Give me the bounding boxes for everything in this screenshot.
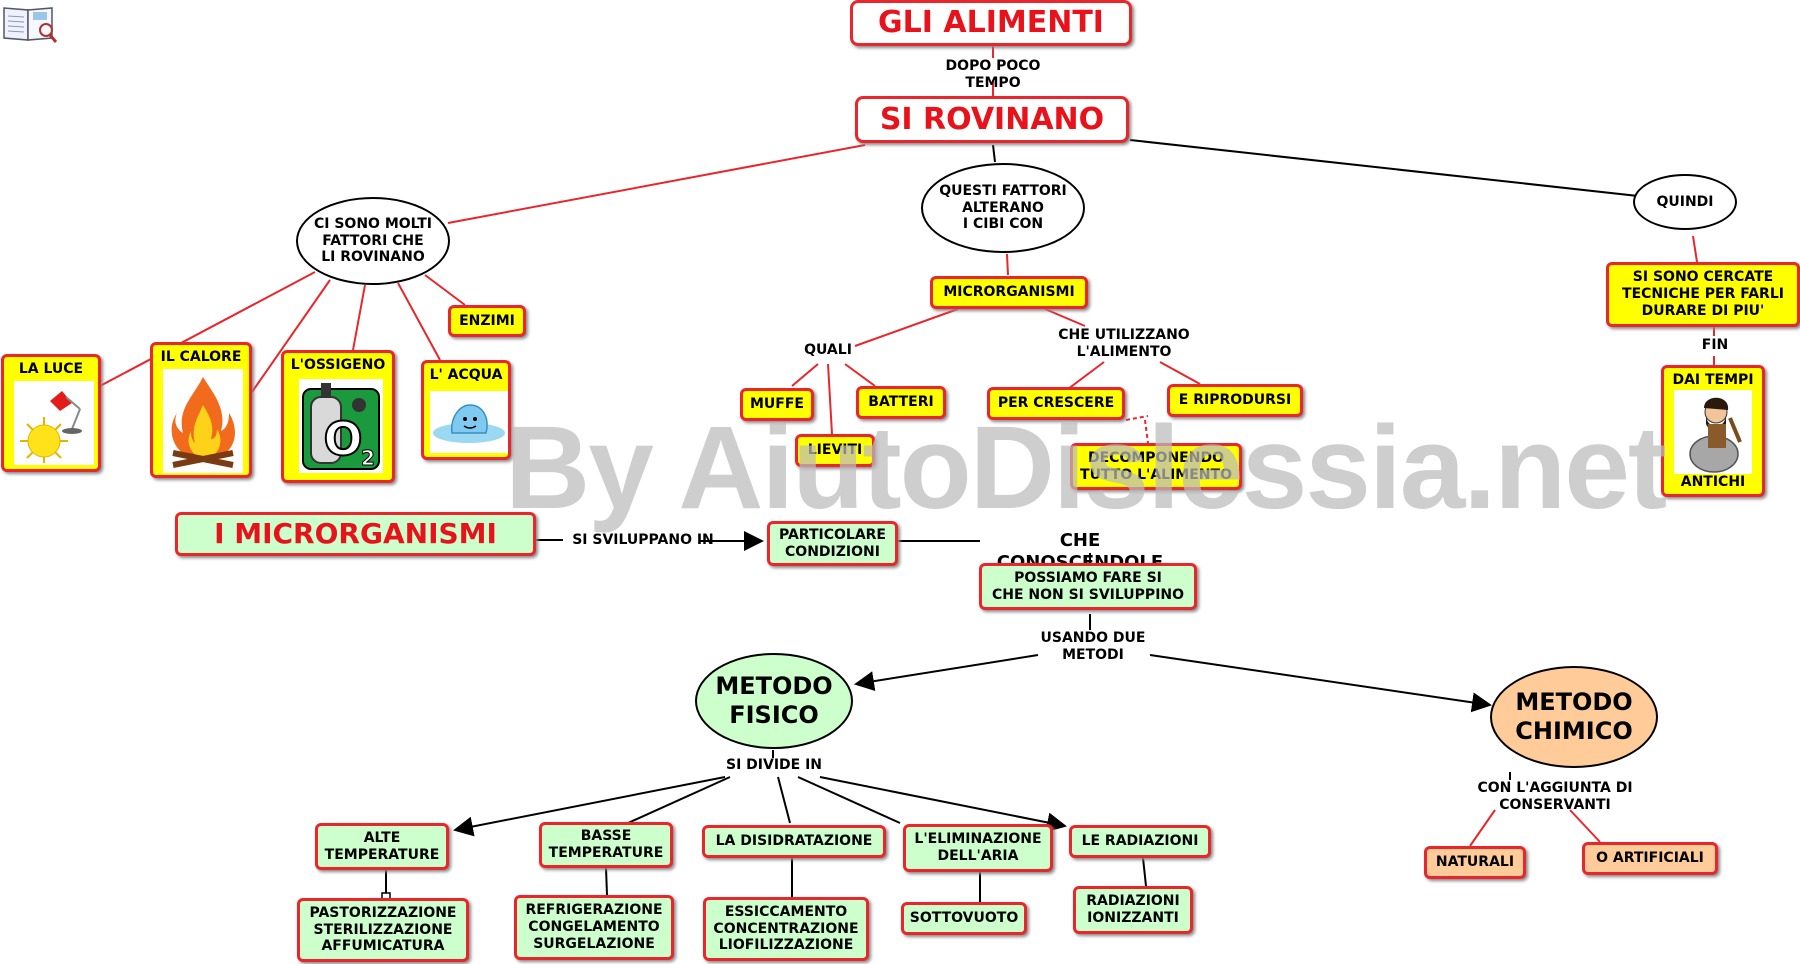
ellipse-metodo-chimico: METODO CHIMICO — [1490, 666, 1658, 768]
ellipse-quindi: QUINDI — [1633, 174, 1737, 230]
box-naturali: NATURALI — [1424, 846, 1526, 879]
box-batteri: BATTERI — [856, 386, 946, 419]
label-si-sviluppano: SI SVILUPPANO IN — [572, 532, 714, 548]
label-si-divide-in: SI DIVIDE IN — [725, 757, 823, 773]
card-calore: IL CALORE — [150, 342, 252, 478]
label-ossigeno: L'OSSIGENO — [290, 357, 386, 373]
caveman-icon — [1674, 390, 1752, 474]
box-eliminazione-aria: L'ELIMINAZIONE DELL'ARIA — [903, 824, 1053, 872]
card-ossigeno: L'OSSIGENO O 2 — [281, 350, 395, 483]
box-basse-detail: REFRIGERAZIONE CONGELAMENTO SURGELAZIONE — [514, 895, 674, 960]
box-decomponendo: DECOMPONENDO TUTTO L'ALIMENTO — [1070, 443, 1242, 490]
label-acqua: L' ACQUA — [429, 367, 503, 383]
label-luce: LA LUCE — [18, 361, 84, 377]
svg-text:O: O — [323, 412, 362, 466]
watermark: By AiutoDislessia.net — [505, 402, 1667, 534]
label-fin: FIN — [1701, 337, 1729, 353]
book-icon — [3, 7, 58, 43]
box-disidratazione-detail: ESSICCAMENTO CONCENTRAZIONE LIOFILIZZAZI… — [703, 897, 869, 961]
lamp-sun-icon — [14, 381, 94, 465]
box-radiazioni-ionizzanti: RADIAZIONI IONIZZANTI — [1073, 886, 1193, 934]
svg-text:2: 2 — [361, 446, 375, 470]
box-microrganismi: MICRORGANISMI — [930, 276, 1088, 309]
oxygen-tank-icon: O 2 — [299, 379, 383, 473]
box-enzimi: ENZIMI — [448, 305, 526, 337]
label-calore: IL CALORE — [160, 349, 242, 365]
title-gli-alimenti: GLI ALIMENTI — [850, 0, 1132, 46]
box-e-riprodursi: E RIPRODURSI — [1167, 384, 1303, 417]
box-sottovuoto: SOTTOVUOTO — [901, 902, 1027, 935]
label-che-utilizzano: CHE UTILIZZANO L'ALIMENTO — [1058, 327, 1190, 360]
box-artificiali: O ARTIFICIALI — [1582, 842, 1718, 875]
box-particolare-condizioni: PARTICOLARE CONDIZIONI — [767, 521, 898, 566]
box-tecniche: SI SONO CERCATE TECNICHE PER FARLI DURAR… — [1606, 262, 1800, 327]
ellipse-metodo-fisico: METODO FISICO — [695, 653, 853, 749]
label-dai-tempi: DAI TEMPI — [1672, 372, 1754, 388]
box-lieviti: LIEVITI — [795, 434, 875, 467]
label-usando-due-metodi: USANDO DUE METODI — [1040, 630, 1146, 663]
box-le-radiazioni: LE RADIAZIONI — [1069, 825, 1211, 858]
box-alte-temperature: ALTE TEMPERATURE — [315, 823, 449, 870]
card-luce: LA LUCE — [1, 354, 101, 472]
label-antichi: ANTICHI — [1680, 474, 1746, 490]
label-quali: QUALI — [804, 342, 852, 358]
main-si-rovinano: SI ROVINANO — [855, 96, 1129, 143]
card-acqua: L' ACQUA — [421, 360, 511, 460]
water-drop-icon — [430, 391, 508, 453]
link-dopo-poco-tempo: DOPO POCO TEMPO — [945, 58, 1041, 91]
ellipse-fattori: CI SONO MOLTI FATTORI CHE LI ROVINANO — [296, 197, 450, 285]
box-muffe: MUFFE — [740, 388, 814, 421]
card-dai-tempi-antichi: DAI TEMPI ANTICHI — [1661, 365, 1765, 497]
ellipse-questi-fattori: QUESTI FATTORI ALTERANO I CIBI CON — [921, 163, 1085, 253]
box-i-microrganismi: I MICRORGANISMI — [175, 512, 536, 556]
box-basse-temperature: BASSE TEMPERATURE — [539, 822, 673, 868]
fire-icon — [163, 369, 243, 473]
label-con-aggiunta: CON L'AGGIUNTA DI CONSERVANTI — [1477, 780, 1633, 813]
box-per-crescere: PER CRESCERE — [987, 387, 1125, 420]
box-possiamo: POSSIAMO FARE SI CHE NON SI SVILUPPINO — [979, 563, 1197, 610]
box-la-disidratazione: LA DISIDRATAZIONE — [702, 825, 886, 858]
box-alte-detail: PASTORIZZAZIONE STERILIZZAZIONE AFFUMICA… — [297, 898, 469, 962]
